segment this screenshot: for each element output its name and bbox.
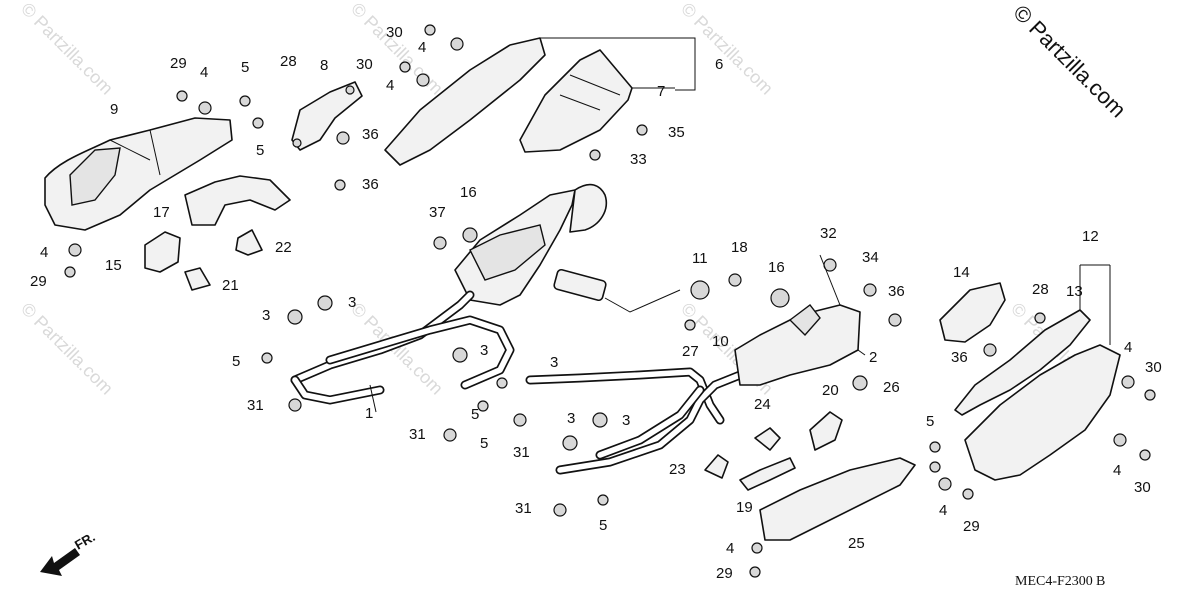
callout-1: 1 (365, 405, 373, 422)
diagram-code: MEC4-F2300 (1015, 574, 1093, 589)
callout-29: 29 (30, 273, 47, 290)
part-12-right-cover[interactable] (954, 309, 1121, 481)
callout-24: 24 (754, 396, 771, 413)
callout-7: 7 (657, 83, 665, 100)
callout-19: 19 (736, 499, 753, 516)
callout-11: 11 (692, 250, 708, 267)
callout-4: 4 (386, 77, 394, 94)
part-25-lower-guard[interactable] (759, 457, 916, 541)
callout-31: 31 (515, 500, 532, 517)
callout-2: 2 (869, 349, 877, 366)
callout-15: 15 (105, 257, 122, 274)
callout-5: 5 (256, 142, 264, 159)
callout-29: 29 (963, 518, 980, 535)
callout-3: 3 (348, 294, 356, 311)
callout-30: 30 (386, 24, 403, 41)
callout-4: 4 (726, 540, 734, 557)
diagram-code-suffix: B (1096, 574, 1105, 589)
callout-30: 30 (1145, 359, 1162, 376)
callout-4: 4 (200, 64, 208, 81)
arrow-icon (40, 548, 80, 576)
small-brackets-19-20-23-24[interactable] (704, 411, 843, 491)
brackets-15-17-21-22[interactable] (144, 175, 291, 291)
callout-9: 9 (110, 101, 118, 118)
callout-5: 5 (599, 517, 607, 534)
watermark-text: © Partzilla.com (17, 299, 117, 399)
part-14-protector[interactable] (939, 282, 1006, 343)
callout-36: 36 (888, 283, 905, 300)
callout-4: 4 (418, 39, 426, 56)
callout-34: 34 (862, 249, 879, 266)
callout-28: 28 (1032, 281, 1049, 298)
callout-5: 5 (480, 435, 488, 452)
callout-26: 26 (883, 379, 900, 396)
callout-30: 30 (1134, 479, 1151, 496)
callout-30: 30 (356, 56, 373, 73)
callout-13: 13 (1066, 283, 1083, 300)
callout-4: 4 (40, 244, 48, 261)
callout-22: 22 (275, 239, 292, 256)
callout-12: 12 (1082, 228, 1099, 245)
front-direction-arrow: FR. (40, 529, 98, 576)
hardware-fasteners (64, 24, 1156, 578)
callout-4: 4 (1124, 339, 1132, 356)
callout-14: 14 (953, 264, 970, 281)
callout-20: 20 (822, 382, 839, 399)
callout-5: 5 (471, 406, 479, 423)
callout-6: 6 (715, 56, 723, 73)
watermark-text: © Partzilla.com (677, 0, 777, 99)
callout-4: 4 (939, 502, 947, 519)
callout-3: 3 (567, 410, 575, 427)
muffler-assembly[interactable] (454, 183, 681, 313)
part-6-heat-shield[interactable] (384, 37, 633, 166)
callout-31: 31 (409, 426, 426, 443)
callout-3: 3 (622, 412, 630, 429)
callout-32: 32 (820, 225, 837, 242)
callout-numbers: 1 2 3 3 3 3 3 3 4 4 4 4 4 4 4 4 5 5 5 5 … (30, 24, 1162, 582)
callout-5: 5 (232, 353, 240, 370)
callout-10: 10 (712, 333, 729, 350)
callout-5: 5 (926, 413, 934, 430)
callout-29: 29 (170, 55, 187, 72)
callout-3: 3 (550, 354, 558, 371)
callout-16: 16 (768, 259, 785, 276)
copyright-label: © Partzilla.com (1008, 0, 1131, 122)
callout-18: 18 (731, 239, 748, 256)
callout-31: 31 (247, 397, 264, 414)
part-1-exhaust-pipe[interactable] (290, 290, 515, 405)
callout-36: 36 (362, 176, 379, 193)
callout-31: 31 (513, 444, 530, 461)
callout-5: 5 (241, 59, 249, 76)
callout-37: 37 (429, 204, 446, 221)
callout-8: 8 (320, 57, 328, 74)
part-2-catalyzer[interactable] (734, 304, 861, 386)
callout-3: 3 (480, 342, 488, 359)
part-8-bracket[interactable] (291, 81, 363, 151)
callout-4: 4 (1113, 462, 1121, 479)
watermark-text: © Partzilla.com (17, 0, 117, 99)
callout-29: 29 (716, 565, 733, 582)
leader-lines (369, 37, 1111, 413)
callout-21: 21 (222, 277, 239, 294)
part-9-guard[interactable] (44, 117, 233, 231)
callout-36: 36 (362, 126, 379, 143)
callout-3: 3 (262, 307, 270, 324)
callout-27: 27 (682, 343, 699, 360)
watermark-text: © Partzilla.com (347, 0, 447, 99)
callout-33: 33 (630, 151, 647, 168)
callout-17: 17 (153, 204, 170, 221)
lower-exhaust-pipes[interactable] (525, 367, 745, 475)
callout-25: 25 (848, 535, 865, 552)
callout-36: 36 (951, 349, 968, 366)
front-label: FR. (72, 529, 98, 552)
callout-35: 35 (668, 124, 685, 141)
callout-16: 16 (460, 184, 477, 201)
callout-28: 28 (280, 53, 297, 70)
callout-23: 23 (669, 461, 686, 478)
